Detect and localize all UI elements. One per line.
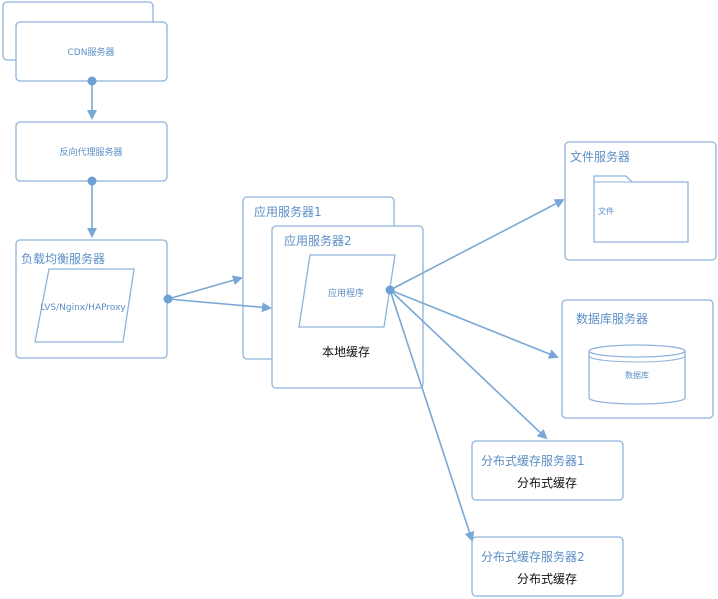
cache-server-2-sub: 分布式缓存 [517, 572, 577, 586]
dot-cdn-bottom [87, 76, 97, 86]
connector-dots [87, 76, 395, 304]
file-server-node: 文件服务器 文件 [564, 141, 717, 261]
file-server-label: 文件服务器 [570, 149, 630, 164]
db-label: 数据库 [625, 370, 649, 380]
db-server-label: 数据库服务器 [576, 311, 648, 326]
dot-proxy-bottom [87, 176, 97, 186]
load-balancer-label: 负载均衡服务器 [21, 251, 105, 266]
database-icon [588, 344, 686, 405]
edge-app-to-db [389, 289, 559, 359]
app-server-2-label: 应用服务器2 [284, 233, 352, 248]
local-cache-label: 本地缓存 [322, 345, 370, 359]
dot-lb-right [163, 294, 173, 304]
cdn-server-node: CDN服务器 [2, 1, 168, 82]
cache-server-2-label: 分布式缓存服务器2 [481, 549, 585, 564]
app-server-2-node: 应用服务器2 应用程序 本地缓存 [271, 225, 424, 389]
reverse-proxy-label: 反向代理服务器 [59, 146, 122, 158]
cdn-server-label: CDN服务器 [68, 46, 115, 58]
app-program-parallelogram [298, 254, 396, 328]
edge-app-to-cache1 [389, 289, 548, 440]
folder-icon [593, 175, 689, 243]
file-label: 文件 [598, 206, 614, 216]
dot-app-program-right [385, 285, 395, 295]
cache-server-1-label: 分布式缓存服务器1 [481, 453, 585, 468]
cache-server-2-node: 分布式缓存服务器2 分布式缓存 [471, 536, 624, 597]
app-program-label: 应用程序 [328, 287, 364, 299]
edge-app-to-file [389, 199, 565, 291]
load-balancer-node: 负载均衡服务器 LVS/Nginx/HAProxy [15, 239, 168, 359]
edge-app-to-cache2 [389, 289, 475, 542]
lb-software-parallelogram [34, 268, 135, 343]
edge-lb-to-app2 [167, 298, 272, 313]
cache-server-1-box [471, 440, 624, 501]
cache-server-1-node: 分布式缓存服务器1 分布式缓存 [471, 440, 624, 501]
db-server-node: 数据库服务器 数据库 [561, 299, 714, 419]
cache-server-2-box [471, 536, 624, 597]
cache-server-1-sub: 分布式缓存 [517, 476, 577, 490]
edges [87, 81, 565, 542]
lb-software-label: LVS/Nginx/HAProxy [40, 303, 126, 313]
app-server-1-label: 应用服务器1 [254, 204, 322, 219]
edge-lb-to-app1 [167, 275, 243, 300]
reverse-proxy-node: 反向代理服务器 [15, 121, 168, 182]
